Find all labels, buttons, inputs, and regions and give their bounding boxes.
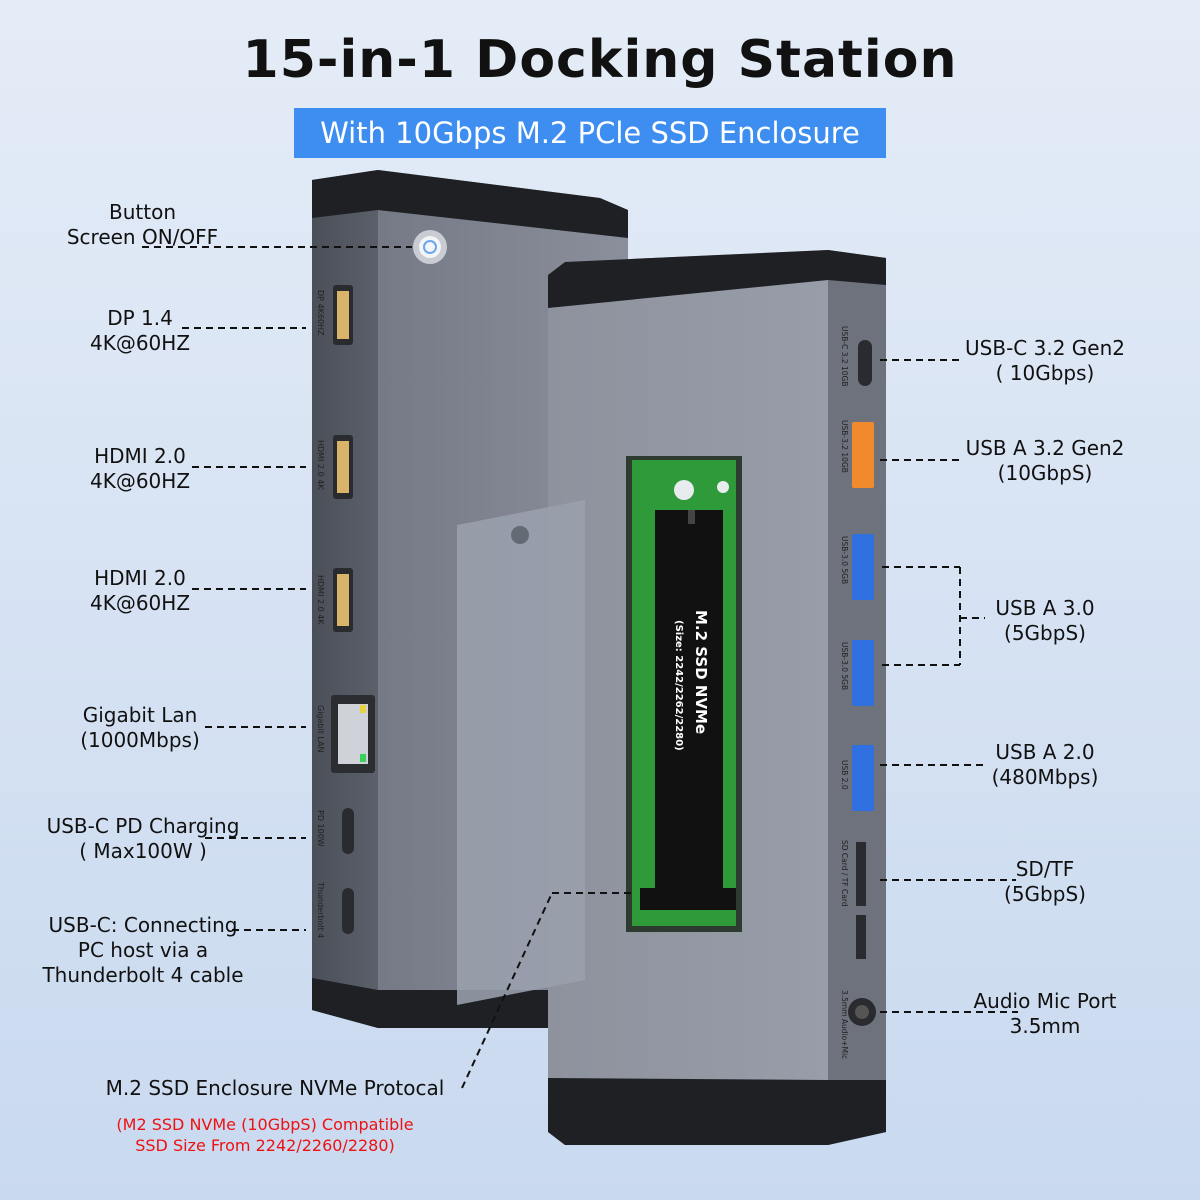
label-usbc-pd: USB-C PD Charging( Max100W )	[46, 814, 240, 863]
tf-slot[interactable]	[856, 915, 866, 959]
thunderbolt-port[interactable]	[342, 888, 354, 934]
usba-32-port[interactable]	[852, 422, 874, 488]
label-usba-20: USB A 2.0(480Mbps)	[991, 740, 1099, 789]
tb-port-label: Thunderbolt 4	[316, 881, 325, 938]
usbc-32-port[interactable]	[858, 340, 872, 386]
label-m2-enclosure: M.2 SSD Enclosure NVMe Protocal	[105, 1076, 445, 1100]
dp-port-label: DP 4K60HZ	[316, 290, 325, 336]
usbc32-port-label: USB-C 3.2 10GB	[840, 326, 849, 387]
usba-20-port[interactable]	[852, 745, 874, 811]
subtitle-banner: With 10Gbps M.2 PCle SSD Enclosure	[294, 108, 886, 158]
usba30b-port-label: USB-3.0 5GB	[840, 642, 849, 690]
usba32-port-label: USB-3.2 10GB	[840, 420, 849, 473]
label-lan: Gigabit Lan(1000Mbps)	[80, 703, 200, 752]
hdmi2-port-label: HDMI 2.0 4K	[316, 575, 325, 625]
usba-30-port-2[interactable]	[852, 640, 874, 706]
usbc-pd-port[interactable]	[342, 808, 354, 854]
sd-port-label: SD Card / TF Card	[840, 840, 849, 907]
leader-lines	[142, 246, 1018, 1089]
label-usbc-32: USB-C 3.2 Gen2( 10Gbps)	[965, 336, 1125, 385]
hdmi1-port-label: HDMI 2.0 4K	[316, 440, 325, 490]
label-usba-30: USB A 3.0(5GbpS)	[995, 596, 1095, 645]
usba-30-port-1[interactable]	[852, 534, 874, 600]
ssd-size: (Size: 2242/2262/2280)	[673, 620, 684, 751]
ssd-title: M.2 SSD NVMe	[692, 610, 710, 734]
usba30a-port-label: USB-3.0 5GB	[840, 536, 849, 584]
ssd-cover[interactable]	[457, 500, 585, 1005]
label-usba-32: USB A 3.2 Gen2(10GbpS)	[965, 436, 1125, 485]
page-title: 15-in-1 Docking Station	[242, 30, 958, 90]
label-sd-tf: SD/TF(5GbpS)	[1004, 857, 1086, 906]
sd-slot[interactable]	[856, 842, 866, 906]
usba20-port-label: USB 2.0	[840, 760, 849, 790]
right-hub	[548, 250, 886, 1145]
audio-port-label: 3.5mm Audio+Mic	[840, 990, 849, 1059]
lan-port-label: Gigabit LAN	[316, 705, 325, 752]
pd-port-label: PD 100W	[316, 810, 325, 847]
